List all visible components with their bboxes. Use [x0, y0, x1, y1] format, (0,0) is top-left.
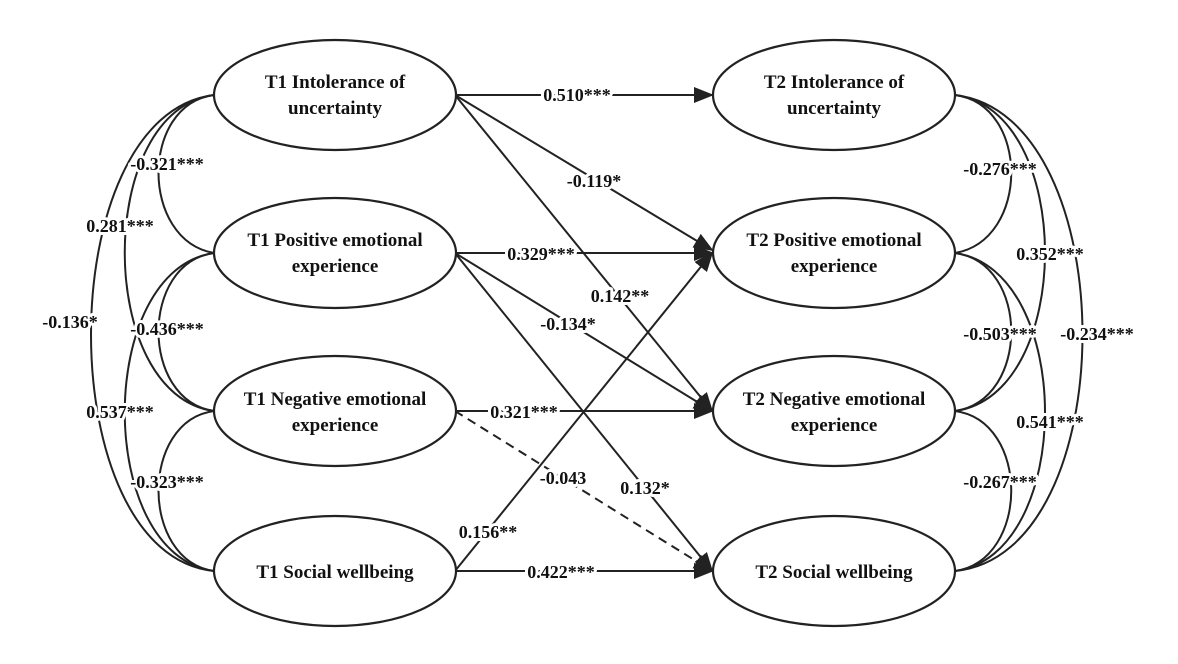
node-t2-intolerance-of-uncertainty: T2 Intolerance of uncertainty	[711, 38, 957, 152]
node-label: T2 Negative emotional	[743, 389, 926, 410]
cov-t2-pee-sw	[954, 252, 1046, 572]
structural-paths	[454, 87, 714, 579]
cov-t1-nee-sw	[157, 410, 215, 572]
node-label: experience	[292, 415, 379, 436]
cov-t2-pee-nee	[954, 252, 1013, 412]
t2-covariance-labels: -0.276*** 0.352*** -0.234*** -0.503*** 0…	[960, 156, 1137, 495]
cov-label-t1-iu-sw: -0.136*	[42, 312, 98, 332]
coef-pee-sw: 0.132*	[620, 478, 670, 498]
coef-iu-iu: 0.510***	[543, 85, 611, 105]
cov-label-t2-pee-nee: -0.503***	[963, 324, 1037, 344]
cov-label-t2-iu-nee: 0.352***	[1016, 244, 1084, 264]
node-label: T1 Social wellbeing	[256, 562, 414, 583]
cov-label-t2-iu-sw: -0.234***	[1060, 324, 1134, 344]
node-t1-negative-emotional-experience: T1 Negative emotional experience	[212, 354, 458, 468]
coef-sw-pee: 0.156**	[459, 522, 518, 542]
node-t2-negative-emotional-experience: T2 Negative emotional experience	[711, 354, 957, 468]
node-t1-intolerance-of-uncertainty: T1 Intolerance of uncertainty	[212, 38, 458, 152]
cov-t1-iu-pee	[157, 94, 215, 254]
cov-t2-iu-nee	[954, 94, 1046, 412]
node-label: T2 Positive emotional	[746, 230, 921, 251]
cov-label-t1-pee-nee: -0.436***	[130, 319, 204, 339]
node-t2-positive-emotional-experience: T2 Positive emotional experience	[711, 196, 957, 310]
t1-covariances	[90, 94, 215, 572]
cov-label-t2-iu-pee: -0.276***	[963, 159, 1037, 179]
path-iu-pee	[454, 94, 714, 252]
node-label: T2 Intolerance of	[764, 72, 905, 93]
cov-t1-iu-sw	[90, 94, 215, 572]
node-t1-positive-emotional-experience: T1 Positive emotional experience	[212, 196, 458, 310]
node-label: T1 Negative emotional	[244, 389, 427, 410]
coef-pee-nee: -0.134*	[540, 314, 596, 334]
coef-sw-sw: 0.422***	[527, 562, 595, 582]
node-label: experience	[292, 256, 379, 277]
node-t1-social-wellbeing: T1 Social wellbeing	[212, 514, 458, 628]
coef-pee-pee: 0.329***	[507, 244, 575, 264]
t1-covariance-labels: -0.321*** 0.281*** -0.136* -0.436*** 0.5…	[39, 151, 207, 495]
cov-t1-pee-nee	[157, 252, 215, 412]
path-sw-pee	[454, 251, 714, 572]
node-label: T1 Intolerance of	[265, 72, 406, 93]
cov-label-t2-nee-sw: -0.267***	[963, 472, 1037, 492]
node-t2-social-wellbeing: T2 Social wellbeing	[711, 514, 957, 628]
coef-iu-pee: -0.119*	[567, 171, 622, 191]
cov-t2-iu-sw	[954, 94, 1084, 572]
path-nee-sw	[454, 410, 714, 573]
node-label: T1 Positive emotional	[247, 230, 422, 251]
cov-label-t1-iu-pee: -0.321***	[130, 154, 204, 174]
node-label: uncertainty	[787, 98, 881, 119]
coef-iu-nee: 0.142**	[591, 286, 650, 306]
node-label: experience	[791, 256, 878, 277]
path-coefficients: 0.510*** -0.119* 0.142** 0.329*** -0.134…	[456, 82, 673, 585]
coef-nee-nee: 0.321***	[490, 402, 558, 422]
coef-nee-sw: -0.043	[540, 468, 587, 488]
cov-label-t1-pee-sw: 0.537***	[86, 402, 154, 422]
t2-covariances	[954, 94, 1084, 572]
cov-t2-nee-sw	[954, 410, 1013, 572]
node-label: experience	[791, 415, 878, 436]
path-pee-nee	[454, 252, 714, 413]
node-label: uncertainty	[288, 98, 382, 119]
node-label: T2 Social wellbeing	[755, 562, 913, 583]
cov-t1-iu-nee	[123, 94, 215, 412]
cov-label-t2-pee-sw: 0.541***	[1016, 412, 1084, 432]
cov-label-t1-iu-nee: 0.281***	[86, 216, 154, 236]
cov-label-t1-nee-sw: -0.323***	[130, 472, 204, 492]
cov-t1-pee-sw	[123, 252, 215, 572]
cov-t2-iu-pee	[954, 94, 1013, 254]
